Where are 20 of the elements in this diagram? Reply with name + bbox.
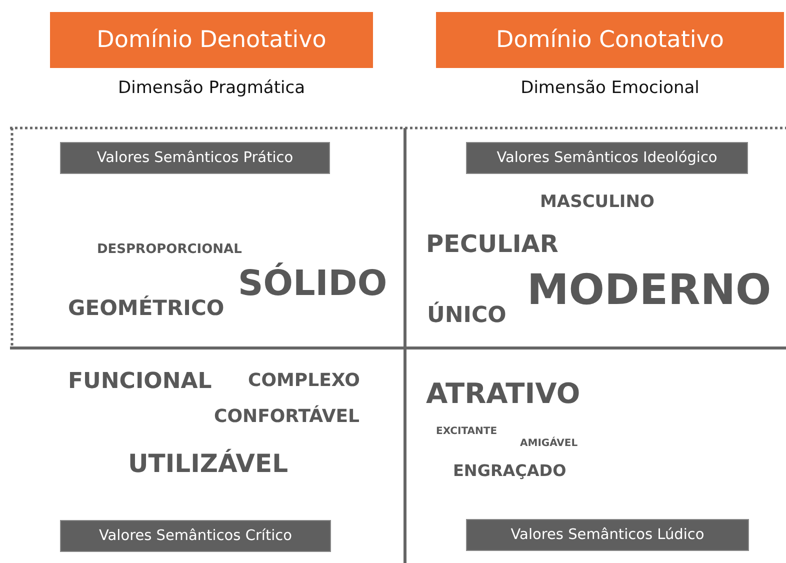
semantic-word: PECULIAR	[426, 232, 558, 256]
semantic-word: MASCULINO	[540, 194, 654, 211]
category-label-box: Valores Semânticos Lúdico	[466, 519, 749, 551]
semantic-word: ENGRAÇADO	[453, 463, 566, 480]
domain-header-box: Domínio Denotativo	[50, 12, 373, 68]
semantic-word: GEOMÉTRICO	[68, 298, 224, 320]
semantic-word: EXCITANTE	[436, 426, 498, 436]
category-label-box: Valores Semânticos Ideológico	[466, 142, 748, 174]
dimension-subtitle: Dimensão Emocional	[520, 78, 700, 98]
category-label-box: Valores Semânticos Prático	[60, 142, 330, 174]
domain-header-box: Domínio Conotativo	[436, 12, 784, 68]
semantic-word: MODERNO	[527, 268, 772, 311]
semantic-word: COMPLEXO	[248, 372, 360, 390]
semantic-word: AMIGÁVEL	[520, 438, 578, 448]
category-label-box: Valores Semânticos Crítico	[60, 520, 331, 552]
semantic-word: UTILIZÁVEL	[128, 451, 288, 476]
semantic-word: DESPROPORCIONAL	[97, 242, 242, 256]
dimension-subtitle: Dimensão Pragmática	[117, 78, 306, 98]
semantic-word: ATRATIVO	[426, 380, 580, 408]
semantic-word: FUNCIONAL	[68, 370, 212, 393]
